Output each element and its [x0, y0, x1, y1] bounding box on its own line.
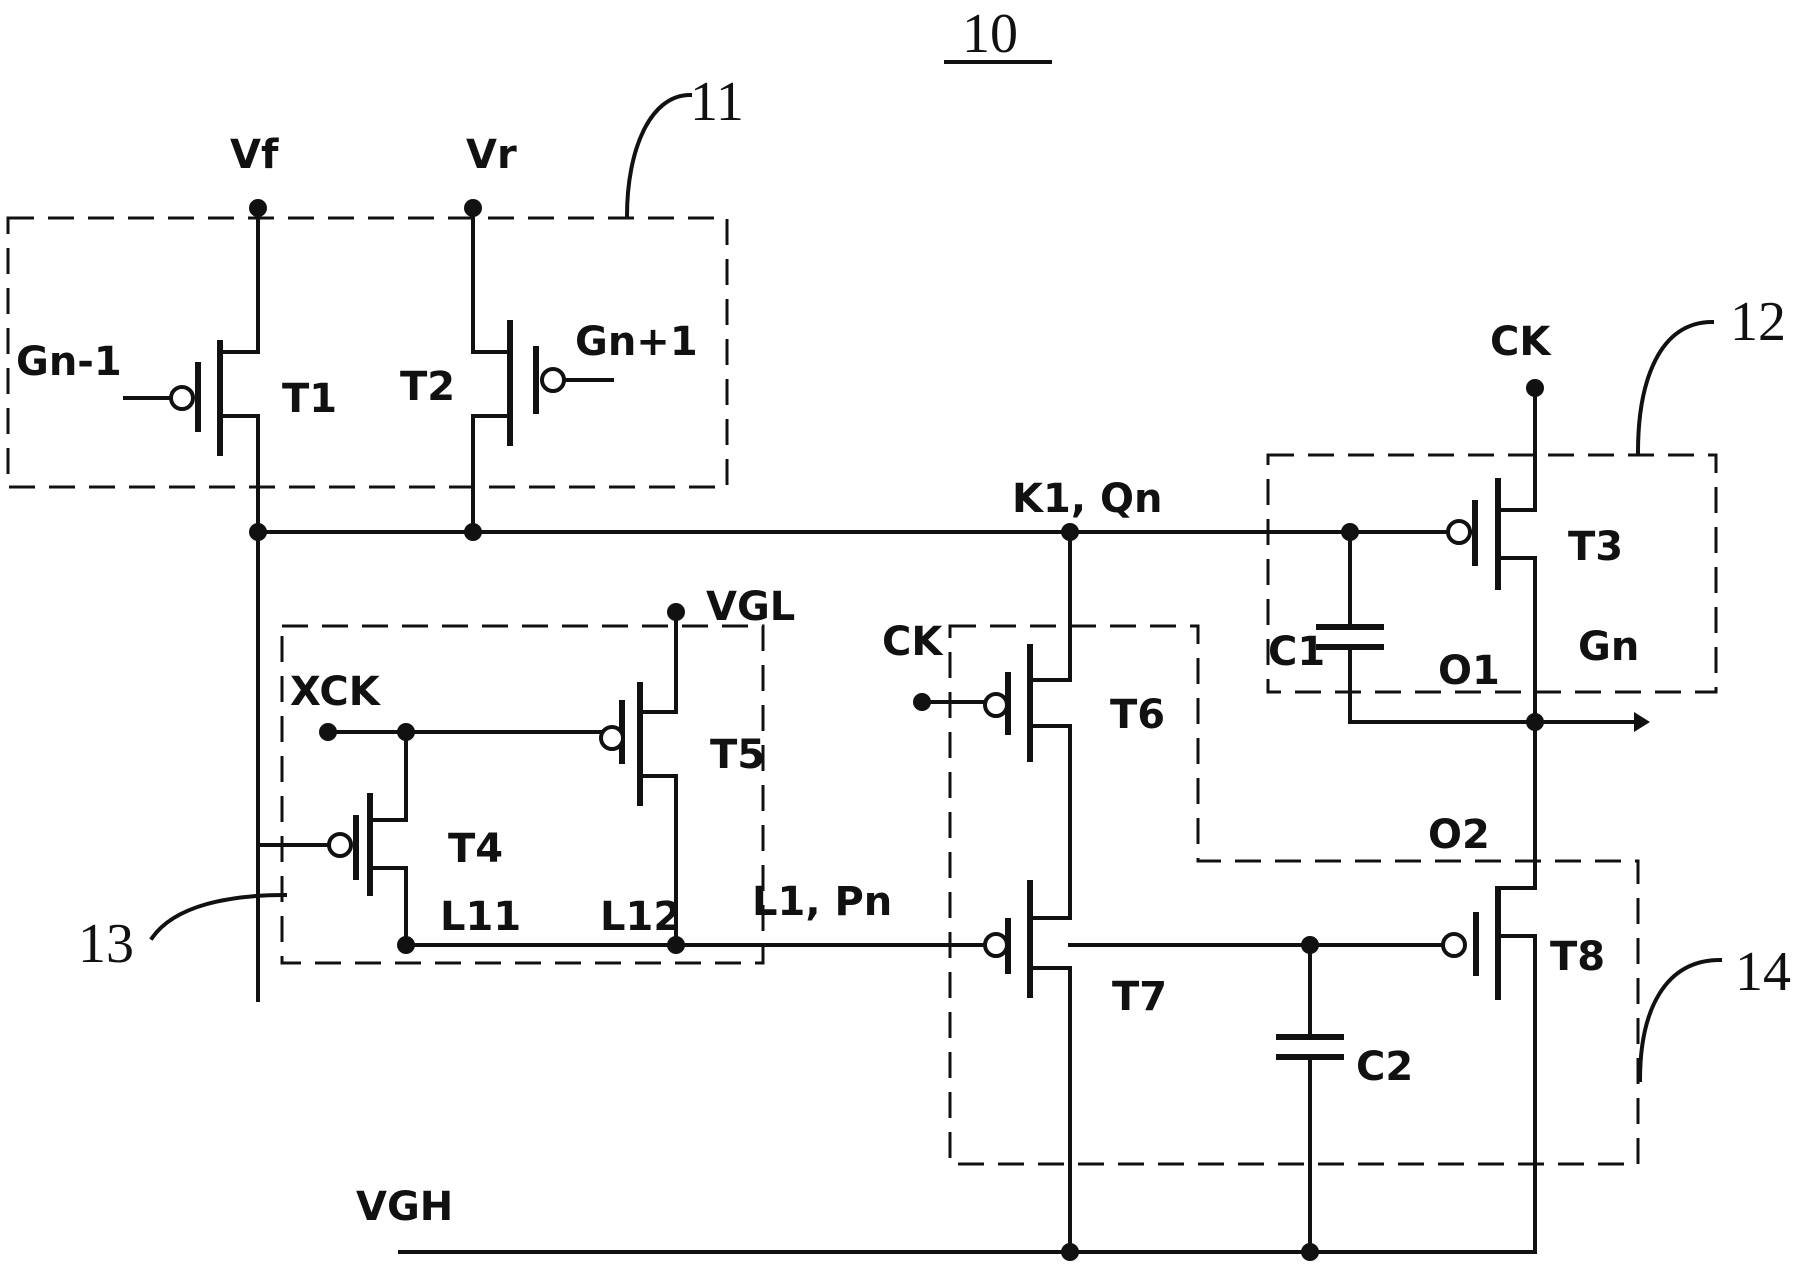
label-vgl: VGL [706, 584, 795, 630]
label-t5: T5 [710, 732, 765, 778]
label-gn-plus-1: Gn+1 [575, 319, 698, 365]
junction-xck-t4 [397, 723, 415, 741]
label-ck-mid: CK [882, 619, 944, 665]
transistor-t6 [983, 644, 1072, 762]
transistor-t8 [1441, 886, 1537, 1000]
terminal-xck [319, 723, 337, 741]
transistor-t3 [1446, 478, 1537, 590]
junction-c2-top [1301, 936, 1319, 954]
terminal-vgl [667, 603, 685, 621]
label-vr: Vr [466, 132, 517, 178]
label-l11: L11 [440, 894, 521, 940]
label-vf: Vf [230, 132, 279, 178]
transistor-t7 [983, 880, 1072, 998]
terminal-ck-top [1526, 379, 1544, 397]
label-gn-minus-1: Gn-1 [16, 339, 122, 385]
label-t6: T6 [1110, 692, 1165, 738]
gn-output-arrow [1634, 712, 1650, 732]
label-t8: T8 [1550, 934, 1605, 980]
callout-14-leader [1637, 957, 1723, 1083]
junction-t1-bus [249, 523, 267, 541]
junction-gn [1526, 713, 1544, 731]
transistor-t1 [169, 340, 260, 456]
junction-vgh-t7 [1061, 1243, 1079, 1261]
terminal-vf [249, 199, 267, 217]
label-o2: O2 [1428, 812, 1490, 858]
module-11-label: 11 [690, 71, 744, 133]
terminal-vr [464, 199, 482, 217]
terminal-ck-mid [913, 693, 931, 711]
module-12-label: 12 [1730, 291, 1786, 353]
transistor-t5 [599, 682, 678, 806]
label-c1: C1 [1268, 629, 1325, 675]
label-t4: T4 [448, 826, 503, 872]
junction-t2-bus [464, 523, 482, 541]
junction-c1-top [1341, 523, 1359, 541]
figure-number: 10 [962, 3, 1018, 65]
label-t1: T1 [282, 376, 337, 422]
label-k1-qn: K1, Qn [1012, 476, 1162, 522]
transistor-t4 [327, 793, 408, 896]
label-ck-top: CK [1490, 319, 1552, 365]
label-xck: XCK [290, 669, 382, 715]
module-13-label: 13 [78, 913, 134, 975]
label-c2: C2 [1356, 1044, 1413, 1090]
junction-vgh-c2 [1301, 1243, 1319, 1261]
label-o1: O1 [1438, 648, 1500, 694]
module-14-label: 14 [1735, 941, 1791, 1003]
label-t2: T2 [400, 364, 455, 410]
label-l12: L12 [600, 894, 681, 940]
label-l1-pn: L1, Pn [752, 879, 892, 925]
module-12-box [1266, 453, 1718, 694]
callout-12-leader [1635, 319, 1715, 455]
junction-l12 [667, 936, 685, 954]
callout-11-leader [624, 92, 693, 219]
junction-l11 [397, 936, 415, 954]
junction-k1-qn [1061, 523, 1079, 541]
label-t7: T7 [1112, 974, 1167, 1020]
capacitor-c2 [1276, 1034, 1344, 1060]
transistor-t2 [471, 320, 566, 446]
capacitor-c1 [1316, 624, 1384, 650]
label-t3: T3 [1568, 524, 1623, 570]
label-gn: Gn [1578, 624, 1639, 670]
module-11-box [6, 216, 729, 489]
module-14-box [948, 624, 1640, 1166]
label-vgh: VGH [356, 1184, 453, 1230]
module-13-box [280, 624, 765, 965]
callout-13-leader [149, 892, 288, 941]
